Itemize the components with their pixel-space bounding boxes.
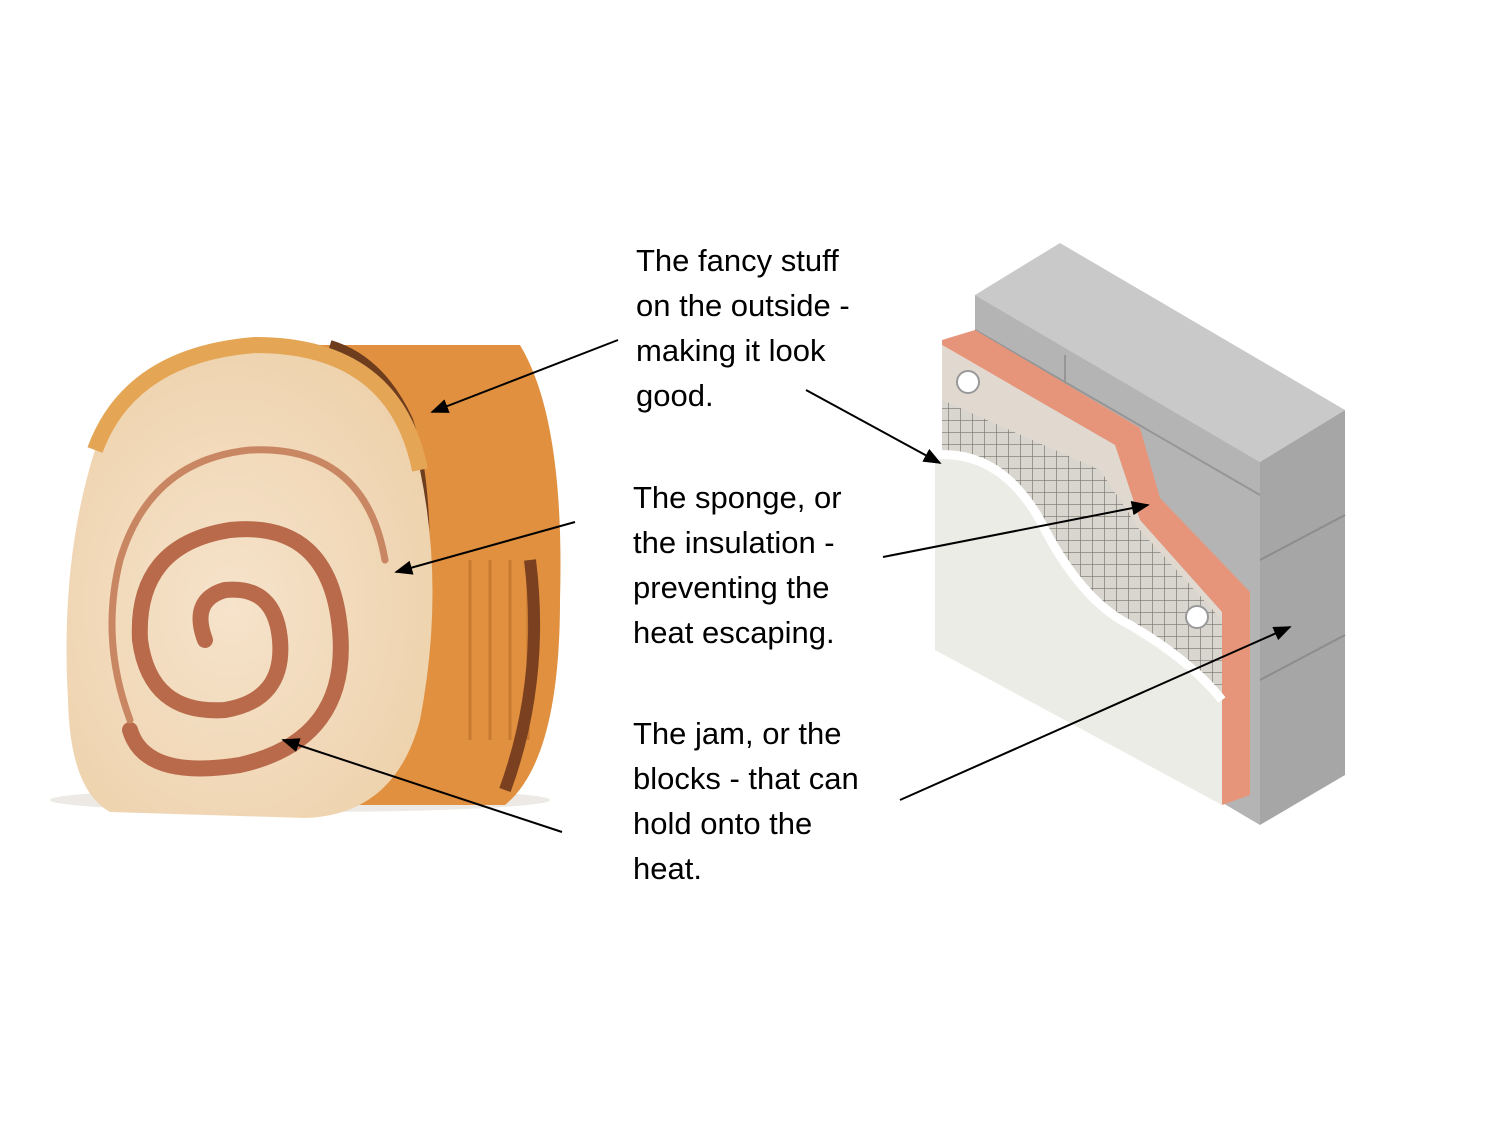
reinforcement-mesh [942,400,1222,700]
arrow-sponge-cake [394,521,576,575]
arrow-sponge-wall [882,501,1150,558]
insulation-board [942,330,1250,805]
arrow-outside-wall [805,389,942,464]
wall-section-image [934,243,1346,825]
arrow-outside-cake [430,339,619,413]
cake-sponge [66,345,433,818]
arrow-jam-wall [899,626,1292,801]
label-sponge: The sponge, or the insulation - preventi… [633,480,842,650]
label-jam: The jam, or the blocks - that can hold o… [633,716,859,886]
arrow-jam-cake [281,738,563,833]
render-finish [935,454,1222,805]
concrete-blocks [1260,410,1345,825]
label-outside: The fancy stuff on the outside - making … [636,243,850,413]
